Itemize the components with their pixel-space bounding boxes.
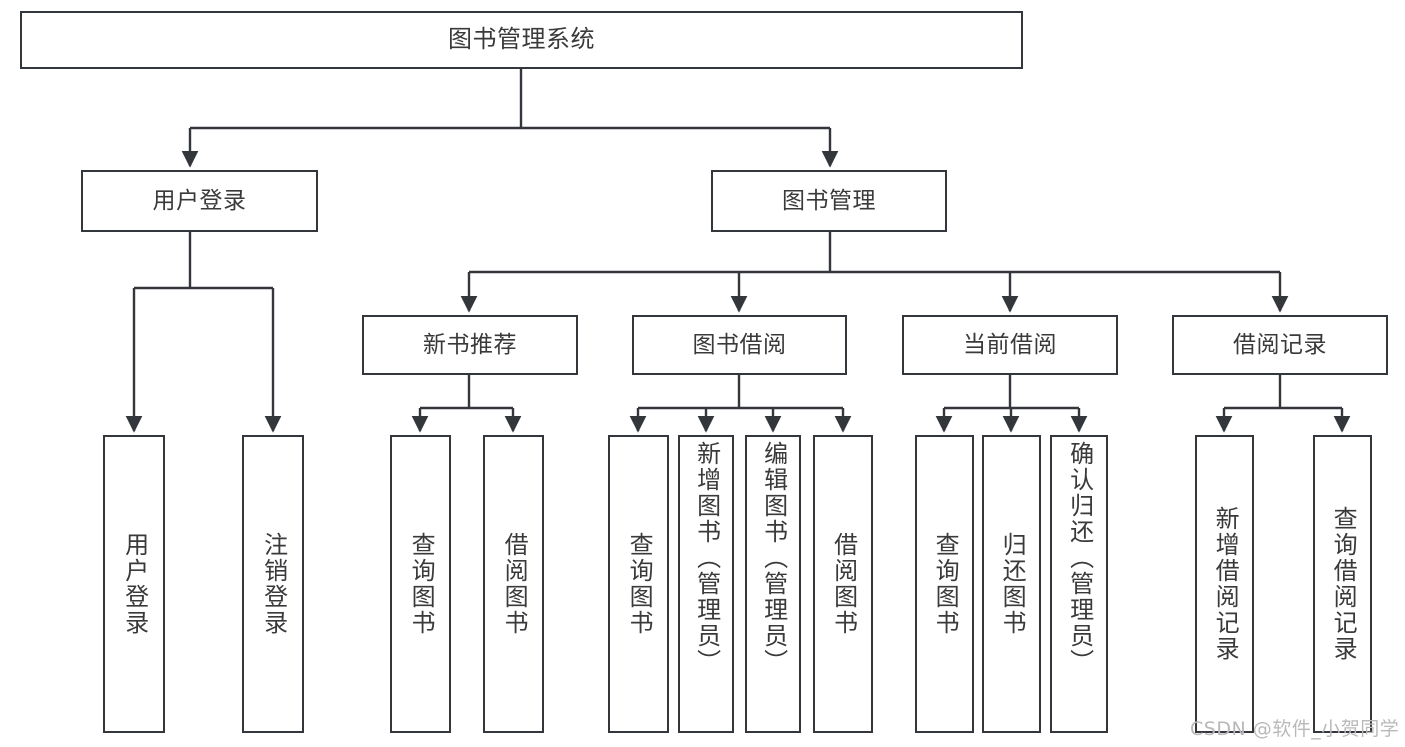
- node-book-manage-label: 图书管理: [782, 187, 876, 214]
- leaf-confirm-return-admin-label: 确认归还（管理员）: [1065, 441, 1094, 675]
- leaf-query-book-1[interactable]: 查询图书: [390, 435, 451, 733]
- leaf-user-login-label: 用户登录: [120, 532, 149, 636]
- node-root-label: 图书管理系统: [448, 25, 595, 54]
- node-current-borrow-label: 当前借阅: [963, 331, 1057, 358]
- leaf-borrow-book-1-label: 借阅图书: [500, 532, 529, 636]
- leaf-query-book-3[interactable]: 查询图书: [915, 435, 974, 733]
- leaf-borrow-book-2-label: 借阅图书: [829, 532, 858, 636]
- leaf-add-book-admin-label: 新增图书（管理员）: [692, 441, 721, 675]
- leaf-borrow-book-1[interactable]: 借阅图书: [483, 435, 544, 733]
- node-borrow-record-label: 借阅记录: [1233, 331, 1327, 358]
- node-book-borrow-label: 图书借阅: [692, 331, 787, 358]
- leaf-confirm-return-admin[interactable]: 确认归还（管理员）: [1050, 435, 1108, 733]
- node-book-borrow[interactable]: 图书借阅: [632, 315, 847, 375]
- leaf-return-book-label: 归还图书: [998, 532, 1027, 636]
- watermark-text: CSDN @软件_小贺同学: [1190, 718, 1400, 740]
- node-user-login-label: 用户登录: [152, 187, 247, 214]
- leaf-add-book-admin[interactable]: 新增图书（管理员）: [678, 435, 734, 733]
- leaf-user-logout-label: 注销登录: [259, 532, 288, 636]
- leaf-edit-book-admin[interactable]: 编辑图书（管理员）: [745, 435, 801, 733]
- leaf-query-book-1-label: 查询图书: [407, 532, 436, 636]
- leaf-query-book-3-label: 查询图书: [931, 532, 960, 636]
- node-user-login[interactable]: 用户登录: [81, 170, 318, 232]
- leaf-query-borrow-record[interactable]: 查询借阅记录: [1313, 435, 1372, 733]
- leaf-add-borrow-record[interactable]: 新增借阅记录: [1195, 435, 1254, 733]
- leaf-return-book[interactable]: 归还图书: [982, 435, 1041, 733]
- leaf-borrow-book-2[interactable]: 借阅图书: [813, 435, 873, 733]
- node-borrow-record[interactable]: 借阅记录: [1172, 315, 1388, 375]
- node-book-manage[interactable]: 图书管理: [711, 170, 947, 232]
- leaf-user-login[interactable]: 用户登录: [103, 435, 165, 733]
- node-root[interactable]: 图书管理系统: [20, 11, 1023, 69]
- node-current-borrow[interactable]: 当前借阅: [902, 315, 1118, 375]
- leaf-edit-book-admin-label: 编辑图书（管理员）: [759, 441, 788, 675]
- leaf-user-logout[interactable]: 注销登录: [242, 435, 304, 733]
- node-new-book-rec[interactable]: 新书推荐: [362, 315, 578, 375]
- node-new-book-rec-label: 新书推荐: [423, 331, 517, 358]
- leaf-query-book-2[interactable]: 查询图书: [608, 435, 669, 733]
- leaf-query-borrow-record-label: 查询借阅记录: [1329, 506, 1358, 662]
- leaf-add-borrow-record-label: 新增借阅记录: [1211, 506, 1240, 662]
- leaf-query-book-2-label: 查询图书: [625, 532, 654, 636]
